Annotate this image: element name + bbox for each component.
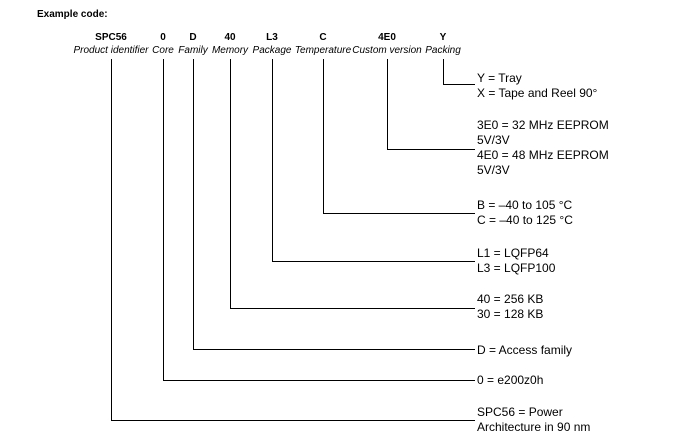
- legend-line: C = –40 to 125 °C: [477, 213, 573, 227]
- legend-line: 5V/3V: [477, 133, 510, 147]
- connector-horizontal-product-identifier: [111, 420, 475, 421]
- segment-label: Product identifier: [73, 45, 149, 56]
- legend-line: Architecture in 90 nm: [477, 420, 591, 434]
- legend-line: Y = Tray: [477, 71, 522, 85]
- connector-vertical-temperature: [323, 59, 324, 213]
- connector-vertical-custom-version: [387, 59, 388, 149]
- legend-line: 0 = e200z0h: [477, 373, 544, 387]
- segment-label: Memory: [211, 45, 249, 56]
- legend-line: L1 = LQFP64: [477, 246, 549, 260]
- legend-line: L3 = LQFP100: [477, 261, 556, 275]
- segment-label: Package: [252, 45, 292, 56]
- segment-code: 40: [224, 32, 236, 43]
- legend-line: 3E0 = 32 MHz EEPROM: [477, 118, 609, 132]
- legend-line: 4E0 = 48 MHz EEPROM: [477, 148, 609, 162]
- segment-label: Temperature: [294, 45, 352, 56]
- segment-label: Family: [178, 45, 208, 56]
- connector-horizontal-memory: [230, 308, 475, 309]
- connector-horizontal-family: [193, 349, 475, 350]
- segment-label: Core: [152, 45, 174, 56]
- connector-vertical-family: [193, 59, 194, 349]
- legend-temperature: B = –40 to 105 °C C = –40 to 125 °C: [477, 198, 573, 228]
- legend-packing: Y = Tray X = Tape and Reel 90°: [477, 71, 597, 101]
- legend-line: 40 = 256 KB: [477, 292, 544, 306]
- connector-vertical-memory: [230, 59, 231, 308]
- legend-memory: 40 = 256 KB 30 = 128 KB: [477, 292, 543, 322]
- segment-code: SPC56: [95, 32, 127, 43]
- segment-code: 4E0: [378, 32, 396, 43]
- segment-code: C: [319, 32, 327, 43]
- legend-product-identifier: SPC56 = Power Architecture in 90 nm: [477, 405, 590, 435]
- legend-line: 5V/3V: [477, 163, 510, 177]
- segment-label: Packing: [425, 45, 461, 56]
- segment-code: 0: [160, 32, 166, 43]
- legend-line: D = Access family: [477, 343, 573, 357]
- connector-horizontal-core: [163, 380, 475, 381]
- segment-code: L3: [266, 32, 278, 43]
- legend-core: 0 = e200z0h: [477, 373, 543, 388]
- legend-line: B = –40 to 105 °C: [477, 198, 573, 212]
- legend-line: SPC56 = Power: [477, 405, 563, 419]
- connector-horizontal-custom-version: [387, 149, 475, 150]
- connector-vertical-product-identifier: [111, 59, 112, 420]
- segment-label: Custom version: [352, 45, 422, 56]
- connector-horizontal-package: [272, 261, 475, 262]
- segment-code: D: [189, 32, 197, 43]
- example-code-heading: Example code:: [37, 9, 108, 20]
- connector-vertical-core: [163, 59, 164, 380]
- connector-horizontal-temperature: [323, 213, 475, 214]
- connector-vertical-package: [272, 59, 273, 261]
- legend-custom-version: 3E0 = 32 MHz EEPROM 5V/3V 4E0 = 48 MHz E…: [477, 118, 609, 178]
- connector-horizontal-packing: [443, 84, 475, 85]
- legend-line: X = Tape and Reel 90°: [477, 86, 598, 100]
- segment-code: Y: [439, 32, 447, 43]
- legend-family: D = Access family: [477, 343, 572, 358]
- connector-vertical-packing: [443, 59, 444, 84]
- legend-package: L1 = LQFP64 L3 = LQFP100: [477, 246, 555, 276]
- legend-line: 30 = 128 KB: [477, 307, 544, 321]
